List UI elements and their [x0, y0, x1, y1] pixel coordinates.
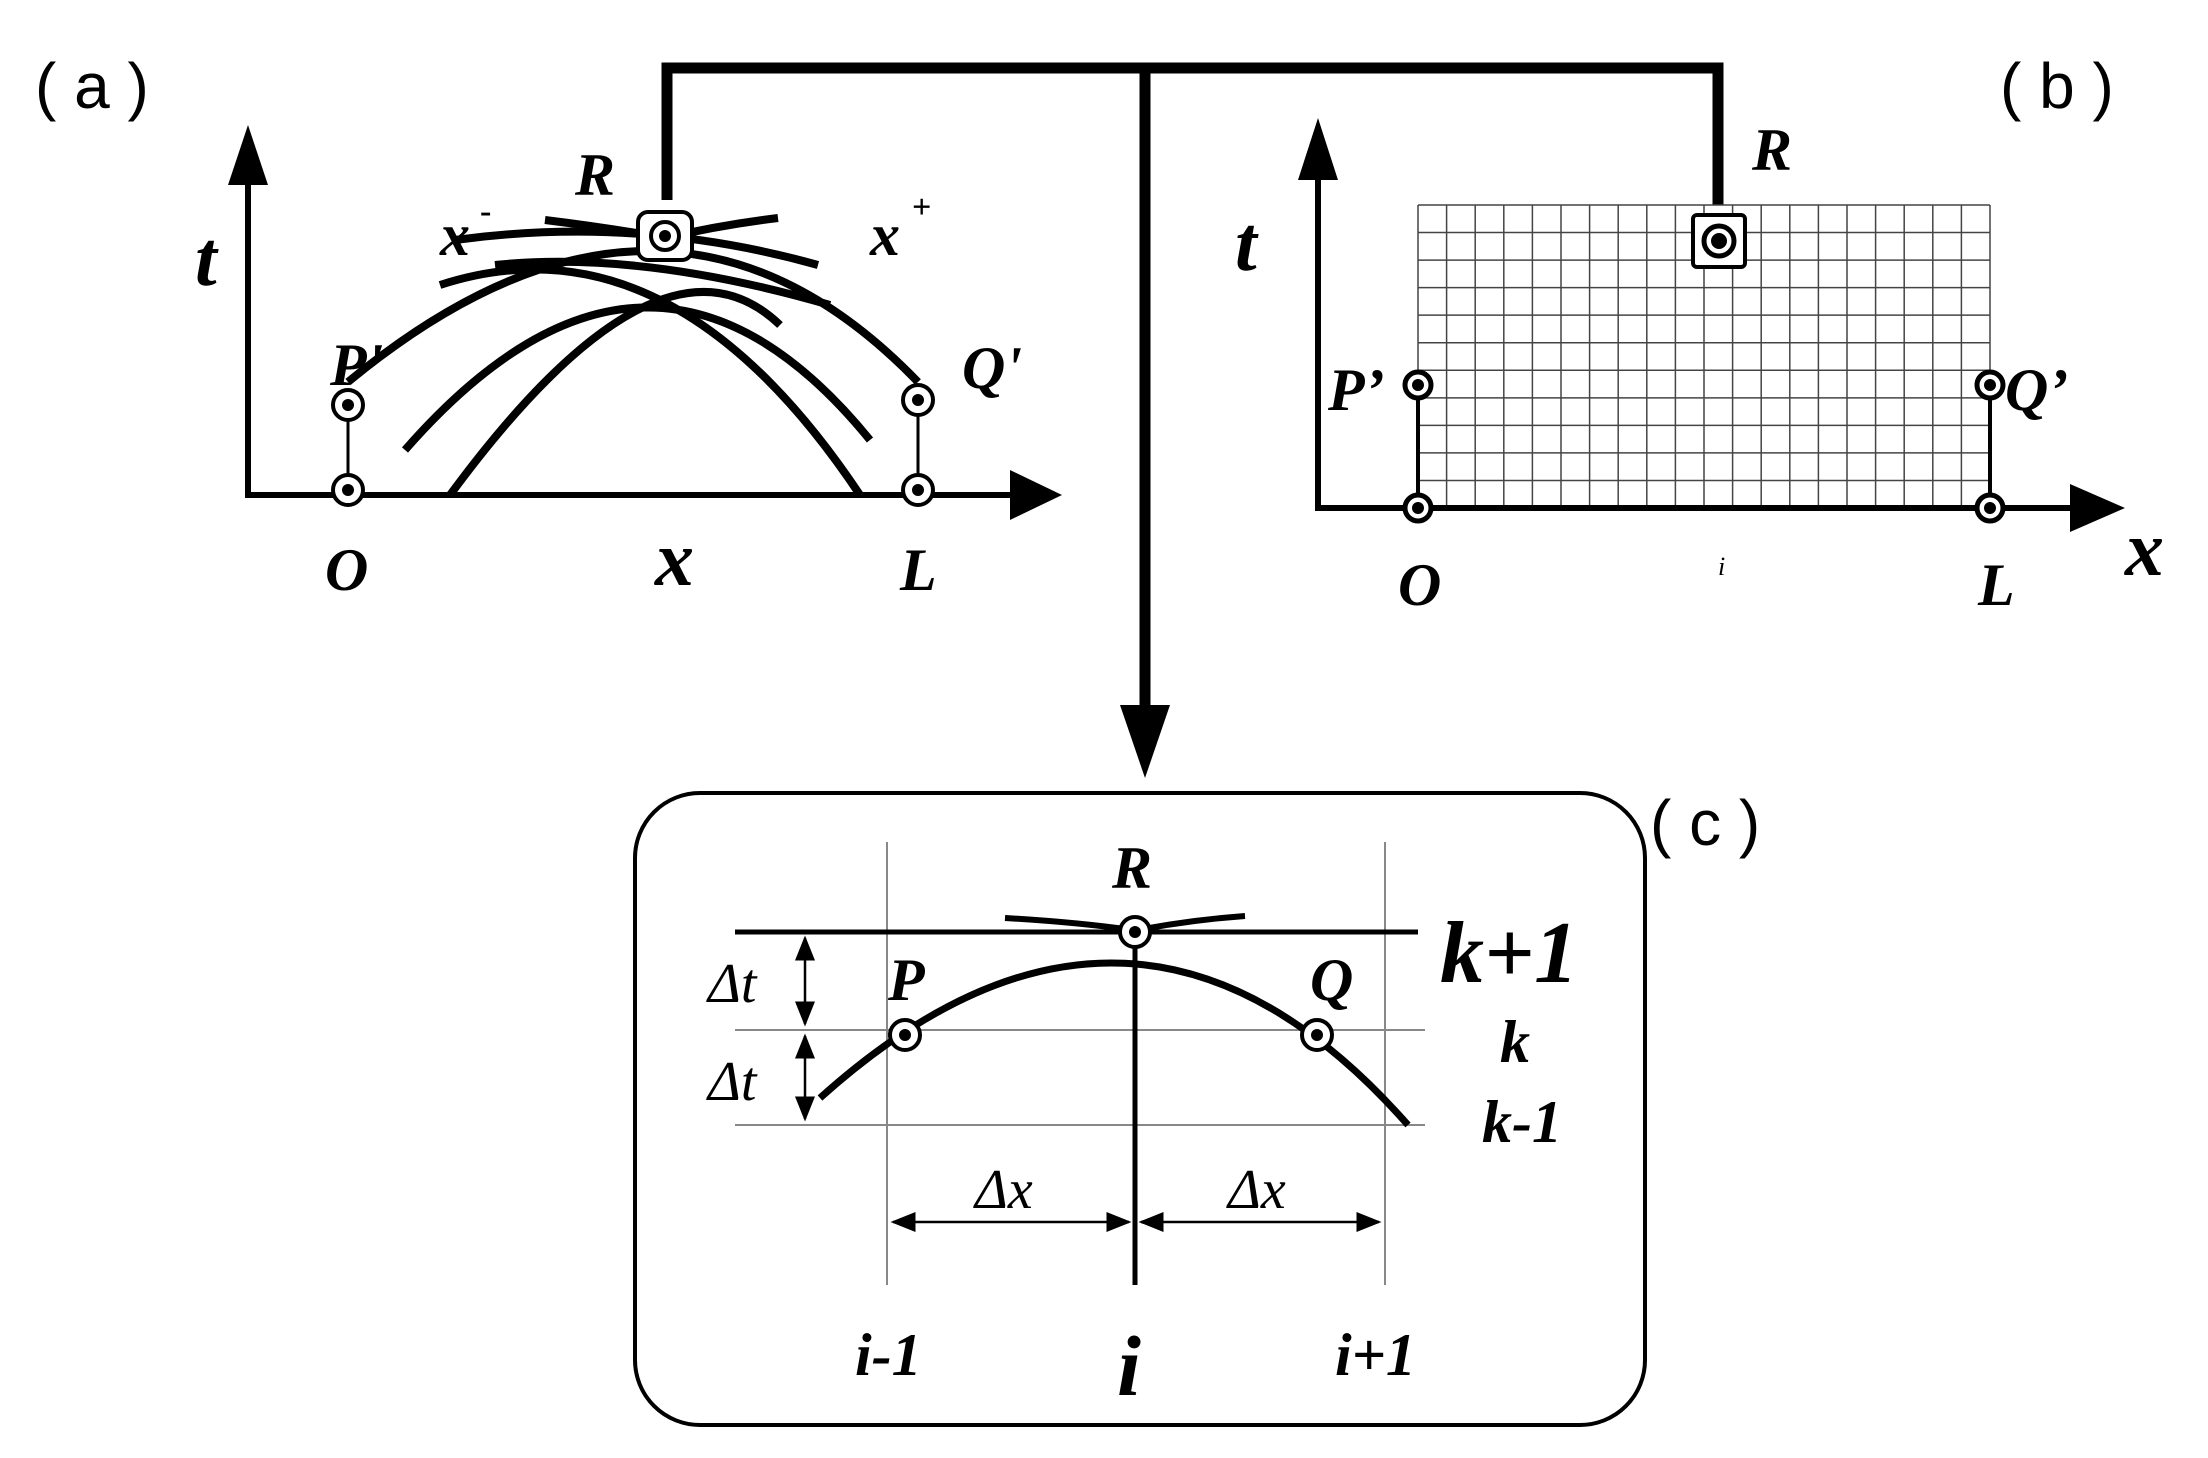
panel-c-dx2-label: Δx	[1226, 1159, 1286, 1221]
panel-b-t-label: t	[1235, 200, 1259, 287]
panel-a-point-R	[636, 210, 694, 262]
panel-a-point-P	[331, 388, 365, 422]
panel-a-label: ( a )	[35, 50, 149, 122]
connector-top-bar	[661, 62, 1724, 205]
panel-a-curve-4	[438, 265, 864, 498]
panel-a-characteristics	[345, 214, 921, 498]
panel-c-Q-label: Q	[1310, 947, 1353, 1013]
panel-a-x-arrowhead	[1010, 470, 1062, 520]
panel-a-t-label: t	[195, 215, 219, 302]
panel-c-dt2-label: Δt	[706, 1051, 758, 1113]
connector-lines	[661, 62, 1724, 778]
panel-a: ( a )	[35, 50, 1062, 603]
panel-c-point-R	[1118, 915, 1152, 949]
panel-c-col-i-label: i	[1117, 1318, 1141, 1414]
panel-b-x-label: x	[2124, 505, 2164, 592]
panel-c-P-label: P	[887, 947, 926, 1013]
panel-a-point-O	[331, 473, 365, 507]
panel-b-Q-label: Q’	[2005, 357, 2068, 423]
panel-c-dt1-label: Δt	[706, 953, 758, 1015]
panel-a-P-label: P'	[329, 332, 383, 398]
panel-b-point-Q	[1974, 369, 2006, 401]
panel-b-label: ( b )	[2000, 50, 2114, 122]
panel-c-row-k1-label: k+1	[1440, 905, 1578, 1002]
panel-a-curve-6	[494, 257, 832, 309]
panel-c-row-km1-label: k-1	[1482, 1089, 1562, 1155]
panel-b-O-label: O	[1398, 552, 1441, 618]
panel-a-R-label: R	[574, 142, 615, 208]
panel-c-col-im1-label: i-1	[855, 1322, 922, 1388]
panel-a-xplus-sup: +	[912, 189, 931, 226]
panel-b-P-label: P’	[1327, 357, 1385, 423]
panel-a-O-label: O	[325, 537, 368, 603]
panel-b: ( b ) t x R P’ Q’	[1235, 50, 2164, 618]
panel-b-x-arrowhead	[2070, 484, 2125, 532]
panel-a-point-Q	[901, 383, 935, 417]
panel-b-point-L	[1974, 492, 2006, 524]
panel-a-L-label: L	[899, 537, 937, 603]
panel-b-L-label: L	[1977, 552, 2015, 618]
panel-c-col-ip1-label: i+1	[1335, 1322, 1416, 1388]
panel-a-t-arrowhead	[228, 125, 268, 185]
panel-a-x-label: x	[654, 515, 694, 602]
panel-a-curve-3	[446, 288, 783, 498]
panel-a-Q-label: Q'	[962, 335, 1022, 401]
panel-b-point-P	[1402, 369, 1434, 401]
panel-c-point-Q	[1300, 1018, 1334, 1052]
panel-c-label: ( c )	[1650, 787, 1760, 859]
panel-a-point-L	[901, 473, 935, 507]
panel-c: ( c )	[633, 787, 1760, 1427]
panel-a-xplus-label: x	[869, 202, 900, 268]
panel-c-R-label: R	[1111, 835, 1152, 901]
panel-a-xminus-label: x	[439, 202, 470, 268]
panel-c-row-k-label: k	[1500, 1009, 1530, 1075]
panel-b-point-R	[1691, 213, 1747, 269]
panel-b-i-label: i	[1718, 552, 1725, 581]
panel-b-point-O	[1402, 492, 1434, 524]
panel-b-t-arrowhead	[1298, 118, 1338, 180]
panel-b-R-label: R	[1751, 117, 1792, 183]
panel-c-dx1-label: Δx	[973, 1159, 1033, 1221]
panel-c-point-P	[888, 1018, 922, 1052]
connector-arrowhead	[1120, 705, 1170, 778]
panel-a-curve-2	[401, 303, 874, 453]
panel-a-xminus-sup: -	[480, 193, 491, 230]
